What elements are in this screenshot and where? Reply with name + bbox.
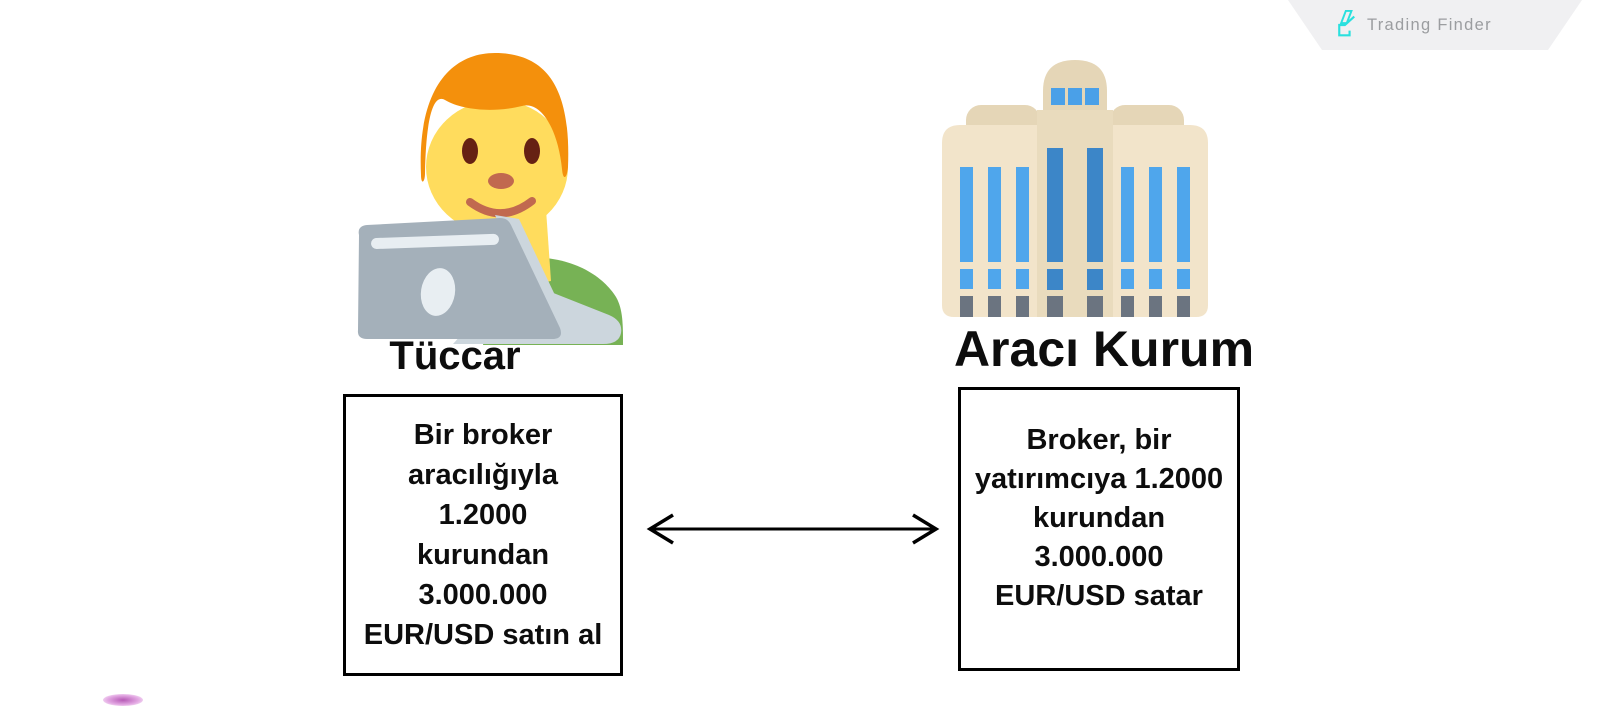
- box-line: Broker, bir: [1026, 424, 1172, 456]
- brand-label: Trading Finder: [1367, 15, 1492, 34]
- bottom-edge-pink-fragment: [103, 694, 143, 706]
- trader-info-box: Bir broker aracılığıyla 1.2000 kurundan …: [343, 394, 623, 676]
- box-line: 1.2000: [438, 499, 528, 531]
- box-line: 3.000.000: [418, 579, 548, 611]
- box-line: Bir broker: [413, 419, 553, 451]
- broker-label: Aracı Kurum: [953, 321, 1255, 377]
- trading-finder-logo-icon: [1338, 9, 1355, 37]
- box-line: aracılığıyla: [408, 459, 558, 491]
- man-technologist-emoji: [357, 53, 623, 345]
- box-line: EUR/USD satar: [995, 580, 1203, 612]
- box-line: kurundan: [416, 539, 550, 571]
- box-line: EUR/USD satın al: [363, 619, 603, 651]
- box-line: kurundan: [1032, 502, 1166, 534]
- double-headed-arrow-icon: [646, 513, 940, 545]
- box-line: yatırımcıya 1.2000: [974, 463, 1224, 495]
- brand-badge: Trading Finder: [1288, 0, 1582, 50]
- broker-info-box: Broker, bir yatırımcıya 1.2000 kurundan …: [958, 387, 1240, 671]
- box-line: 3.000.000: [1034, 541, 1164, 573]
- trader-label: Tüccar: [389, 334, 521, 378]
- office-building-emoji: [942, 60, 1208, 317]
